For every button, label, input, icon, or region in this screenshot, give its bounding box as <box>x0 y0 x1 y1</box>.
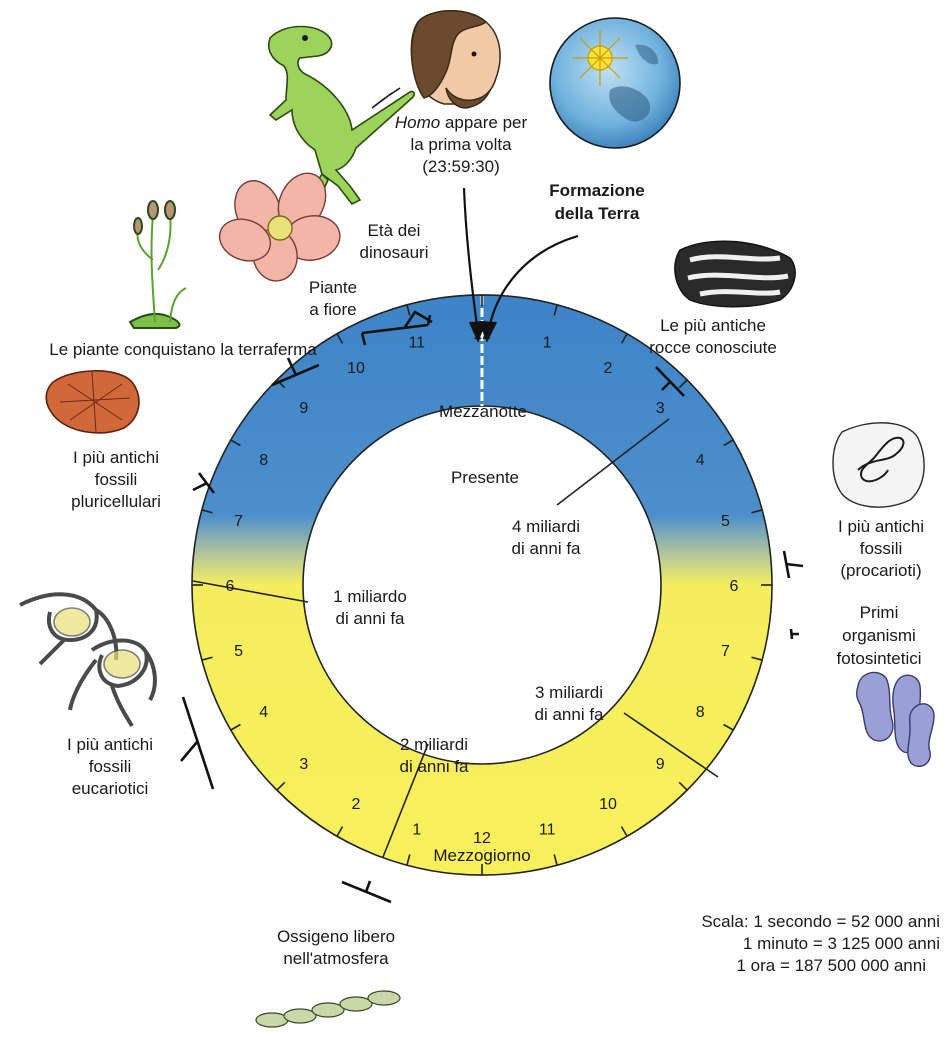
land-plant-icon <box>130 201 186 328</box>
homo-prefix: Homo <box>395 113 440 132</box>
prokaryotes-line2: fossili <box>860 539 903 558</box>
billion1-line1: 1 miliardo <box>333 587 407 606</box>
hour-number: 12 <box>473 830 491 847</box>
scale-legend: Scala: 1 secondo = 52 000 anni 1 minuto … <box>701 912 940 975</box>
homo-head-icon <box>411 11 500 108</box>
rocks-line1: Le più antiche <box>660 316 766 335</box>
dinosaurs-line2: dinosauri <box>360 243 429 262</box>
multicell-label: I più antichi fossili pluricellulari <box>71 448 161 511</box>
billion3-line2: di anni fa <box>535 705 605 724</box>
hour-number: 11 <box>539 821 556 838</box>
land-label: Le piante conquistano la terraferma <box>49 340 317 359</box>
oxygen-line2: nell'atmosfera <box>283 949 389 968</box>
homo-label: Homo appare per la prima volta (23:59:30… <box>395 113 528 176</box>
billion3-line1: 3 miliardi <box>535 683 603 702</box>
earth-line2: della Terra <box>555 204 640 223</box>
prokaryote-bracket <box>784 551 803 578</box>
prokaryotes-line1: I più antichi <box>838 517 924 536</box>
billion4-line2: di anni fa <box>512 539 582 558</box>
rocks-label: Le più antiche rocce conosciute <box>649 316 777 357</box>
eukaryote-bracket <box>181 697 213 789</box>
hour-number: 9 <box>299 400 308 417</box>
photosynth-bracket <box>791 629 799 639</box>
hour-number: 3 <box>299 756 308 773</box>
hour-number: 10 <box>347 360 365 377</box>
billion4-line1: 4 miliardi <box>512 517 580 536</box>
hour-number: 3 <box>656 400 665 417</box>
flowering-line1: Piante <box>309 278 357 297</box>
hour-number: 4 <box>696 452 705 469</box>
oxygen-line1: Ossigeno libero <box>277 927 395 946</box>
dinosaurs-label: Età dei dinosauri <box>360 221 429 262</box>
hour-number: 4 <box>259 704 268 721</box>
earth-line1: Formazione <box>549 181 644 200</box>
dinosaur-icon <box>269 27 414 205</box>
eukaryotes-label: I più antichi fossili eucariotici <box>67 735 153 798</box>
eukaryotes-line2: fossili <box>89 757 132 776</box>
midnight-label: Mezzanotte <box>439 402 527 421</box>
multicell-line3: pluricellulari <box>71 492 161 511</box>
eukaryotes-line3: eucariotici <box>72 779 149 798</box>
homo-line3: (23:59:30) <box>422 157 500 176</box>
rocks-line2: rocce conosciute <box>649 338 777 357</box>
photosynth-line2: organismi <box>842 626 916 645</box>
multicell-line2: fossili <box>95 470 138 489</box>
hour-number: 2 <box>352 796 361 813</box>
prokaryotes-line3: (procarioti) <box>840 561 921 580</box>
oxygen-bracket <box>342 881 391 902</box>
hour-number: 1 <box>412 821 421 838</box>
hour-number: 7 <box>234 513 243 530</box>
prokaryotes-label: I più antichi fossili (procarioti) <box>838 517 924 580</box>
hour-number: 8 <box>259 452 268 469</box>
photosynth-label: Primi organismi fotosintetici <box>836 603 921 668</box>
billion1-label: 1 miliardo di anni fa <box>333 587 407 628</box>
oxygen-label: Ossigeno libero nell'atmosfera <box>277 927 395 968</box>
homo-line2: la prima volta <box>410 135 512 154</box>
homo-line1-rest: appare per <box>440 113 527 132</box>
earth-globe-icon <box>550 18 680 148</box>
hour-number: 5 <box>234 643 243 660</box>
scale-line1: Scala: 1 secondo = 52 000 anni <box>701 912 940 931</box>
rock-icon <box>675 241 795 307</box>
billion2-line2: di anni fa <box>400 757 470 776</box>
flowering-line2: a fiore <box>309 300 356 319</box>
present-label: Presente <box>451 468 519 487</box>
hour-number: 1 <box>543 335 552 352</box>
billion1-line2: di anni fa <box>336 609 406 628</box>
flowering-label: Piante a fiore <box>309 278 357 319</box>
hour-number: 8 <box>696 704 705 721</box>
hour-number: 11 <box>408 335 425 352</box>
hour-number: 10 <box>599 796 617 813</box>
photosynthetic-organism-icon <box>857 672 934 766</box>
noon-label: Mezzogiorno <box>433 846 530 865</box>
eukaryotes-line1: I più antichi <box>67 735 153 754</box>
eukaryote-fossil-icon <box>20 594 155 726</box>
scale-line2: 1 minuto = 3 125 000 anni <box>743 934 940 953</box>
hour-number: 6 <box>730 578 739 595</box>
earth-label: Formazione della Terra <box>549 181 644 223</box>
billion4-label: 4 miliardi di anni fa <box>512 517 582 558</box>
billion2-line1: 2 miliardi <box>400 735 468 754</box>
dinosaurs-line1: Età dei <box>368 221 421 240</box>
hour-number: 9 <box>656 756 665 773</box>
scale-line3: 1 ora = 187 500 000 anni <box>736 956 926 975</box>
billion3-label: 3 miliardi di anni fa <box>535 683 605 724</box>
hour-number: 2 <box>604 360 613 377</box>
photosynth-line3: fotosintetici <box>836 649 921 668</box>
multicell-line1: I più antichi <box>73 448 159 467</box>
prokaryote-fossil-icon <box>833 423 924 507</box>
hour-number: 5 <box>721 513 730 530</box>
multicellular-fossil-icon <box>46 371 139 433</box>
homo-line1: Homo appare per <box>395 113 528 132</box>
hour-number: 7 <box>721 643 730 660</box>
photosynth-line1: Primi <box>860 603 899 622</box>
oxygen-bacteria-chain-icon <box>256 991 400 1027</box>
